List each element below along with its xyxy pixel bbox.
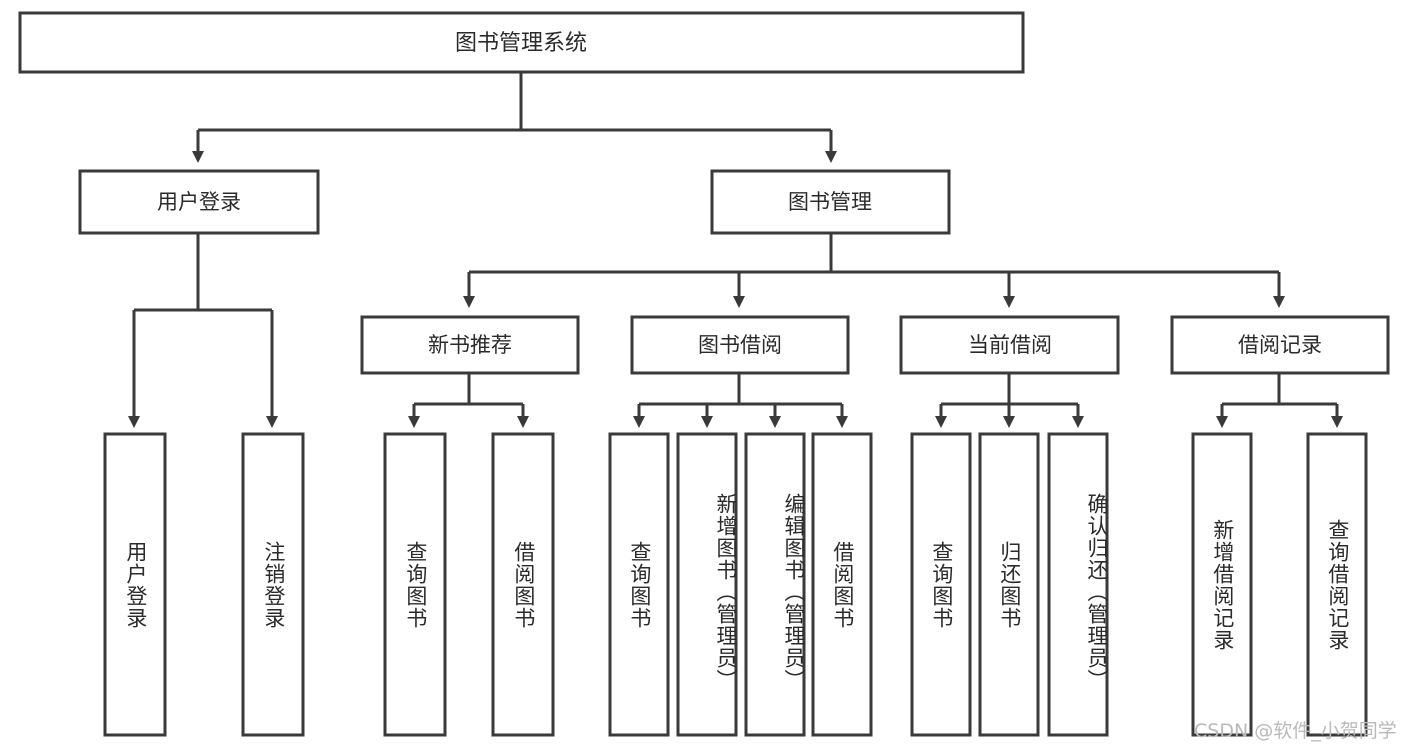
- leaf-box-user-login[interactable]: [103, 432, 167, 737]
- node-borrow-record[interactable]: 借阅记录: [1170, 315, 1390, 375]
- node-current-borrow[interactable]: 当前借阅: [899, 315, 1120, 375]
- leaf-box-bb-borrow-book[interactable]: [811, 432, 873, 737]
- node-borrow-record-label: 借阅记录: [1238, 333, 1322, 357]
- leaf-box-cb-return-book[interactable]: [978, 432, 1040, 737]
- leaf-box-bb-query-book[interactable]: [608, 432, 670, 737]
- node-book-management[interactable]: 图书管理: [710, 169, 951, 235]
- node-current-borrow-label: 当前借阅: [968, 333, 1052, 357]
- connector-bookborrow-to-leaves: [633, 373, 848, 428]
- leaf-box-cb-query-book[interactable]: [910, 432, 972, 737]
- leaf-box-logout-login[interactable]: [241, 432, 305, 737]
- connector-bookmgmt-to-level3: [463, 233, 1285, 308]
- node-root[interactable]: 图书管理系统: [18, 11, 1025, 74]
- connector-currentborrow-to-leaves: [935, 373, 1084, 428]
- connector-borrowrecord-to-leaves: [1216, 373, 1343, 428]
- leaf-box-cb-confirm-return[interactable]: [1047, 432, 1109, 737]
- leaf-boxes: [103, 432, 1368, 737]
- connector-newbook-to-leaves: [408, 373, 529, 428]
- csdn-watermark: CSDN @软件_小贺同学: [1194, 720, 1397, 742]
- leaf-box-nbr-query-book[interactable]: [383, 432, 447, 737]
- node-book-borrow[interactable]: 图书借阅: [630, 315, 850, 375]
- node-user-login[interactable]: 用户登录: [78, 169, 320, 235]
- leaf-box-nbr-borrow-book[interactable]: [491, 432, 555, 737]
- node-new-book-recommend[interactable]: 新书推荐: [360, 315, 580, 375]
- node-book-borrow-label: 图书借阅: [698, 333, 782, 357]
- leaf-box-bb-edit-book[interactable]: [744, 432, 806, 737]
- connector-userlogin-to-leaves: [128, 233, 278, 428]
- node-book-management-label: 图书管理: [788, 190, 872, 214]
- leaf-box-br-add-record[interactable]: [1191, 432, 1253, 737]
- leaf-box-bb-add-book[interactable]: [676, 432, 738, 737]
- node-root-label: 图书管理系统: [455, 31, 587, 56]
- connector-root-to-level2: [192, 72, 837, 163]
- leaf-box-br-query-record[interactable]: [1306, 432, 1368, 737]
- node-user-login-label: 用户登录: [157, 190, 241, 214]
- node-new-book-recommend-label: 新书推荐: [428, 333, 512, 357]
